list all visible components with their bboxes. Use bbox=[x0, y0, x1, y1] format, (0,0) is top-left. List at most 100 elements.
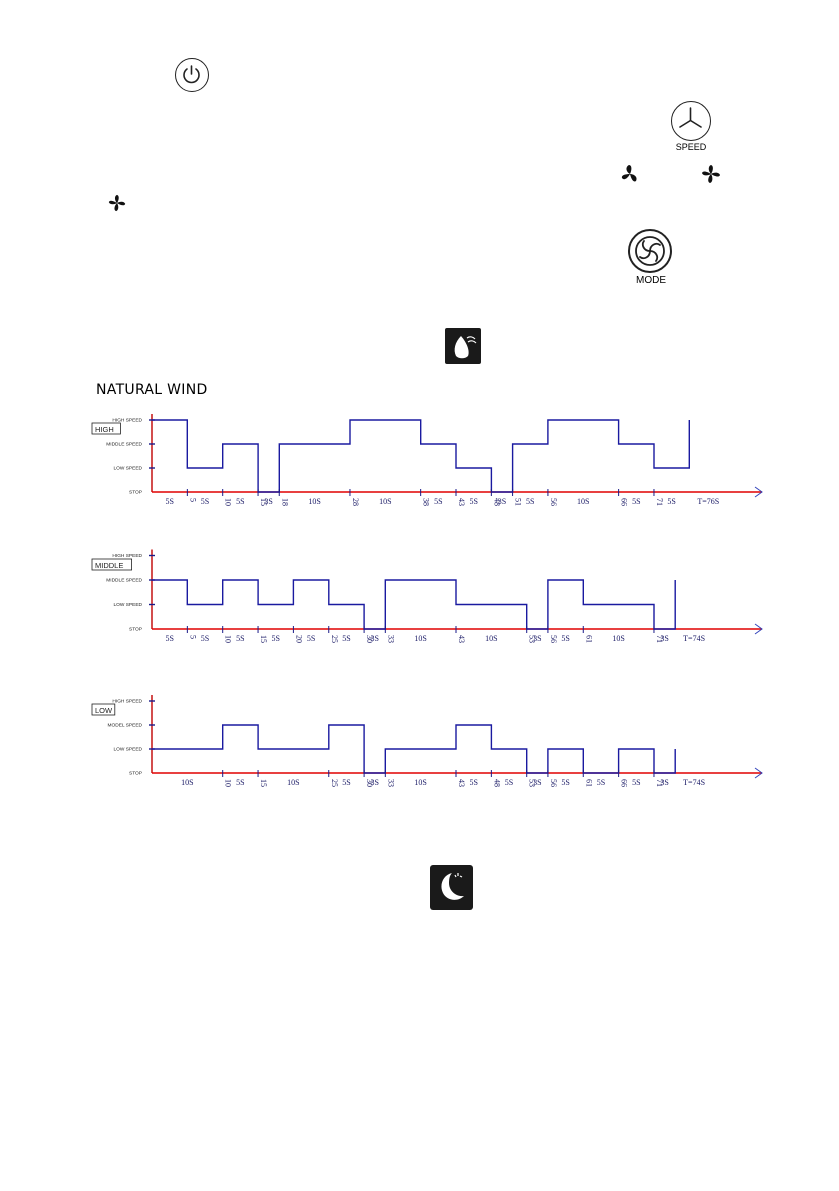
segment-duration-label: 3S bbox=[370, 634, 378, 643]
segment-duration-label: 5S bbox=[307, 634, 315, 643]
x-tick-label: 5 bbox=[188, 635, 197, 639]
segment-duration-label: 5S bbox=[597, 778, 605, 787]
segment-duration-label: 10S bbox=[485, 634, 497, 643]
y-level-label: STOP bbox=[129, 627, 142, 633]
segment-duration-label: 5S bbox=[165, 634, 173, 643]
segment-duration-label: 5S bbox=[561, 778, 569, 787]
total-duration-label: T=76S bbox=[697, 497, 719, 506]
total-duration-label: T=74S bbox=[683, 778, 705, 787]
y-level-label: STOP bbox=[129, 490, 142, 496]
segment-duration-label: 5S bbox=[201, 497, 209, 506]
x-axis-arrow bbox=[754, 623, 763, 635]
x-tick-label: 15 bbox=[259, 498, 268, 506]
speed-label: SPEED bbox=[675, 142, 707, 152]
x-tick-label: 28 bbox=[351, 498, 360, 506]
segment-duration-label: 10S bbox=[379, 497, 391, 506]
x-tick-label: 5 bbox=[188, 498, 197, 502]
segment-duration-label: 10S bbox=[612, 634, 624, 643]
x-tick-label: 43 bbox=[457, 635, 466, 643]
segment-duration-label: 3S bbox=[533, 634, 541, 643]
chart-title-box bbox=[91, 558, 132, 571]
x-tick-label: 56 bbox=[549, 779, 558, 787]
x-tick-label: 38 bbox=[422, 498, 431, 506]
x-tick-label: 61 bbox=[584, 635, 593, 643]
y-level-label: LOW SPEED bbox=[113, 747, 142, 753]
x-tick-label: 66 bbox=[620, 498, 629, 506]
x-tick-label: 48 bbox=[492, 779, 501, 787]
segment-duration-label: 10S bbox=[414, 634, 426, 643]
sleep-moon-icon[interactable] bbox=[430, 865, 473, 910]
x-tick-label: 43 bbox=[457, 498, 466, 506]
x-tick-label: 10 bbox=[224, 498, 233, 506]
y-level-label: HIGH SPEED bbox=[112, 553, 142, 559]
natural-wind-charts: STOP LOW SPEED MIDDLE SPEED HIGH SPEED HIGH 5… bbox=[91, 414, 763, 787]
x-tick-label: 15 bbox=[259, 635, 268, 643]
x-axis-arrow bbox=[754, 767, 763, 779]
segment-duration-label: 5S bbox=[342, 778, 350, 787]
y-level-label: MODEL SPEED bbox=[108, 723, 143, 729]
x-tick-label: 15 bbox=[259, 779, 268, 787]
segment-duration-label: 5S bbox=[236, 778, 244, 787]
y-level-label: MIDDLE SPEED bbox=[106, 442, 142, 448]
y-level-label: LOW SPEED bbox=[113, 466, 142, 472]
x-tick-label: 48 bbox=[492, 498, 501, 506]
segment-duration-label: 3S bbox=[370, 778, 378, 787]
chart-title-box bbox=[91, 422, 121, 435]
power-icon[interactable] bbox=[175, 58, 209, 92]
segment-duration-label: 5S bbox=[632, 497, 640, 506]
segment-duration-label: 5S bbox=[165, 497, 173, 506]
fan-low-icon bbox=[619, 163, 641, 185]
natural-wind-leaf-icon[interactable] bbox=[445, 328, 481, 364]
segment-duration-label: 5S bbox=[469, 497, 477, 506]
y-level-label: STOP bbox=[129, 771, 142, 777]
x-tick-label: 66 bbox=[620, 779, 629, 787]
x-tick-label: 30 bbox=[365, 635, 374, 643]
segment-duration-label: 3S bbox=[660, 778, 668, 787]
speed-step-line bbox=[152, 724, 676, 774]
mode-swirl-icon[interactable] bbox=[628, 229, 672, 273]
mode-label: MODE bbox=[636, 275, 666, 286]
fan-mid-icon bbox=[107, 193, 127, 213]
x-tick-label: 25 bbox=[330, 635, 339, 643]
segment-duration-label: 3S bbox=[264, 497, 272, 506]
speed-step-line bbox=[152, 419, 690, 493]
segment-duration-label: 3S bbox=[660, 634, 668, 643]
x-tick-label: 10 bbox=[224, 635, 233, 643]
x-tick-label: 51 bbox=[514, 498, 523, 506]
segment-duration-label: 10S bbox=[308, 497, 320, 506]
segment-duration-label: 5S bbox=[342, 634, 350, 643]
x-tick-label: 53 bbox=[528, 635, 537, 643]
y-level-label: MIDDLE SPEED bbox=[106, 578, 142, 584]
x-tick-label: 10 bbox=[224, 779, 233, 787]
segment-duration-label: 5S bbox=[236, 634, 244, 643]
x-tick-label: 20 bbox=[294, 635, 303, 643]
x-axis-arrow bbox=[754, 486, 763, 498]
segment-duration-label: 5S bbox=[561, 634, 569, 643]
speed-step-line bbox=[152, 579, 676, 630]
section-title: NATURAL WIND bbox=[96, 382, 208, 398]
segment-duration-label: 5S bbox=[434, 497, 442, 506]
segment-duration-label: 10S bbox=[181, 778, 193, 787]
fan-high-icon bbox=[700, 163, 722, 185]
chart-title: MIDDLE bbox=[95, 561, 123, 570]
y-level-label: HIGH SPEED bbox=[112, 699, 142, 705]
x-tick-label: 56 bbox=[549, 635, 558, 643]
segment-duration-label: 5S bbox=[201, 634, 209, 643]
x-tick-label: 33 bbox=[386, 779, 395, 787]
segment-duration-label: 5S bbox=[632, 778, 640, 787]
x-tick-label: 43 bbox=[457, 779, 466, 787]
x-tick-label: 18 bbox=[280, 498, 289, 506]
chart-title: HIGH bbox=[95, 425, 114, 434]
segment-duration-label: 5S bbox=[469, 778, 477, 787]
x-tick-label: 71 bbox=[655, 635, 664, 643]
segment-duration-label: 3S bbox=[533, 778, 541, 787]
segment-duration-label: 3S bbox=[498, 497, 506, 506]
segment-duration-label: 5S bbox=[667, 497, 675, 506]
total-duration-label: T=74S bbox=[683, 634, 705, 643]
x-tick-label: 53 bbox=[528, 779, 537, 787]
segment-duration-label: 5S bbox=[236, 497, 244, 506]
fan-speed-icon[interactable] bbox=[671, 101, 711, 141]
segment-duration-label: 10S bbox=[414, 778, 426, 787]
x-tick-label: 71 bbox=[655, 779, 664, 787]
segment-duration-label: 5S bbox=[505, 778, 513, 787]
